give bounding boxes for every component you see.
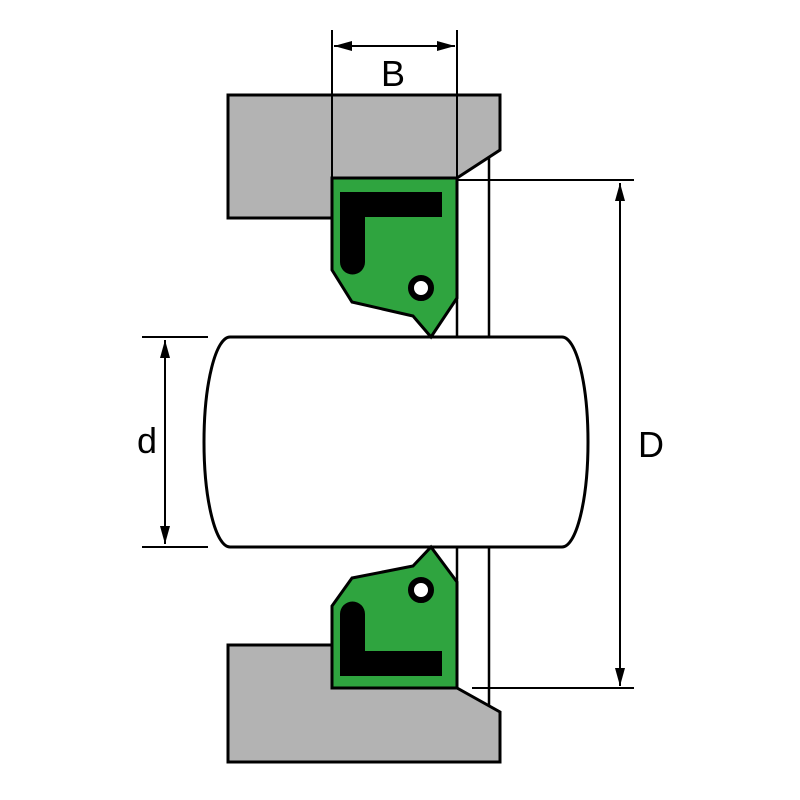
upper-seal-metal-insert: [340, 192, 442, 275]
upper-garter-spring: [408, 275, 434, 301]
lower-seal-metal-insert: [340, 601, 442, 676]
dim-seal-width-label: B: [381, 53, 405, 94]
lower-garter-spring: [408, 577, 434, 603]
dim-shaft-diameter-label: d: [137, 420, 157, 461]
dim-bore-diameter-label: D: [638, 424, 664, 465]
shaft: [202, 335, 590, 549]
